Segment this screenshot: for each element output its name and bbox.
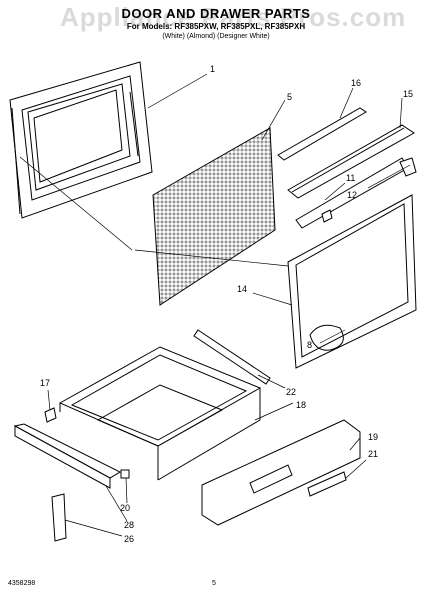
drawer-front-panel: [201, 419, 361, 526]
door-trim-bar: [295, 157, 417, 229]
page-number: 5: [212, 580, 216, 587]
drawer-bracket: [44, 407, 57, 423]
callout-15: 15: [403, 89, 413, 99]
rail-clip: [120, 469, 130, 479]
side-trim: [51, 493, 67, 542]
callout-28: 28: [124, 520, 134, 530]
left-drawer-rail: [13, 423, 122, 489]
callout-18: 18: [296, 400, 306, 410]
callout-1: 1: [210, 64, 215, 74]
model-list: For Models: RF385PXW, RF385PXL, RF385PXH: [126, 22, 306, 31]
leader-lines: [19, 73, 411, 537]
callout-5: 5: [287, 92, 292, 102]
callout-17: 17: [40, 378, 50, 388]
diagram-title: DOOR AND DRAWER PARTS: [121, 6, 311, 21]
vent-trim: [287, 124, 415, 199]
callout-21: 21: [368, 449, 378, 459]
drawer-slide-rail: [193, 329, 271, 385]
drawer-handle: [307, 471, 347, 497]
insulation-panel: [152, 127, 276, 306]
watermark: Appliance Parts Pros.com: [60, 2, 407, 32]
top-trim-strip: [277, 107, 367, 161]
callout-14: 14: [237, 284, 247, 294]
callout-20: 20: [120, 503, 130, 513]
callout-16: 16: [351, 78, 361, 88]
callout-labels: 1 5 16 15 11 12 14 8 17 22 18 19 21 20 2…: [40, 64, 413, 544]
inner-door-liner: [287, 194, 417, 369]
callout-11: 11: [346, 173, 355, 183]
callout-26: 26: [124, 534, 134, 544]
callout-8: 8: [307, 340, 312, 350]
outer-door-frame: [9, 61, 153, 219]
document-number: 4358298: [8, 580, 36, 587]
callout-19: 19: [368, 432, 378, 442]
callout-22: 22: [286, 387, 296, 397]
callout-12: 12: [347, 190, 357, 200]
color-variants: (White) (Almond) (Designer White): [162, 33, 270, 40]
drawer-pan: [58, 346, 262, 481]
